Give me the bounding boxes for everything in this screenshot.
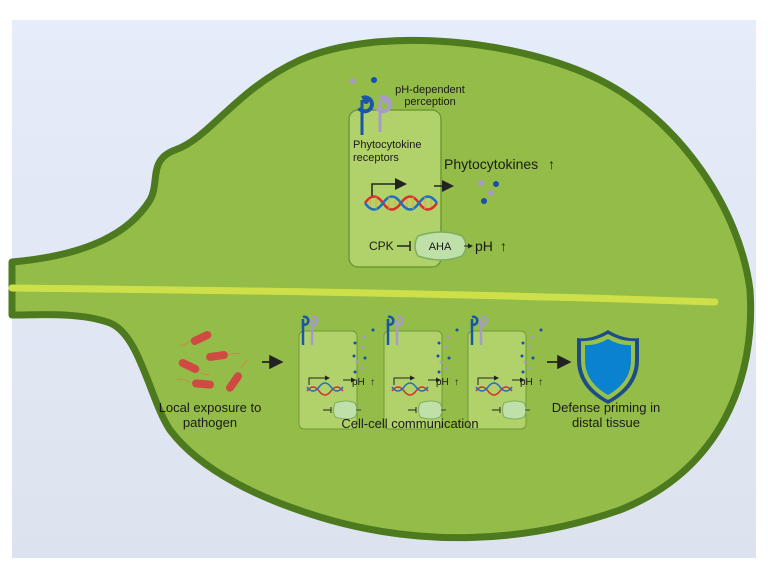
leaf-blade [8, 36, 755, 542]
peptide-cloud [352, 328, 543, 374]
aha-label: AHA [429, 241, 452, 253]
cpk-label: CPK [369, 239, 394, 253]
pathogen-label: Local exposure to [159, 400, 262, 415]
ph-label: pH [352, 377, 365, 388]
ph-label: pH [520, 377, 533, 388]
pathogen-group [176, 331, 250, 392]
peptide-icon [478, 180, 484, 186]
perception-label: perception [404, 96, 455, 108]
bacterium-icon [206, 351, 241, 361]
perception-label: pH-dependent [395, 84, 465, 96]
communication-cell [299, 317, 361, 429]
peptide-icon [488, 190, 494, 196]
ph-label: pH [436, 377, 449, 388]
receptors-label: Phytocytokine [353, 139, 421, 151]
promoter-arrow [371, 178, 407, 196]
up-arrow-glyph: ↑ [370, 377, 375, 388]
receptor-icon [375, 95, 392, 132]
receptors-label: receptors [353, 152, 399, 164]
up-arrow-glyph: ↑ [538, 377, 543, 388]
defense-label: Defense priming in [552, 400, 660, 415]
bacterium-icon [179, 331, 212, 347]
top-cell-panel: pH-dependent perception Phytocytokine re… [348, 77, 555, 268]
pathogen-label: pathogen [183, 415, 237, 430]
dna-icon [363, 195, 439, 211]
peptide-icon [493, 181, 499, 187]
communication-cell [468, 317, 530, 429]
phytocytokines-label: Phytocytokines [444, 156, 538, 172]
up-arrow-glyph: ↑ [500, 238, 507, 254]
bacterium-icon [178, 359, 211, 376]
aha-pump-icon [414, 231, 467, 261]
communication-cell [384, 317, 446, 429]
defense-label: distal tissue [572, 415, 640, 430]
up-arrow-glyph: ↑ [454, 377, 459, 388]
peptide-icon [481, 198, 487, 204]
receptor-icon [357, 95, 374, 135]
communication-label: Cell-cell communication [341, 416, 478, 431]
peptide-icon [350, 78, 356, 84]
bacterium-icon [225, 359, 250, 392]
shield-icon [577, 330, 639, 404]
up-arrow-glyph: ↑ [548, 156, 555, 172]
bacterium-icon [176, 378, 214, 389]
ph-label: pH [475, 238, 493, 254]
peptide-icon [371, 77, 377, 83]
leaf-midrib [8, 284, 719, 306]
